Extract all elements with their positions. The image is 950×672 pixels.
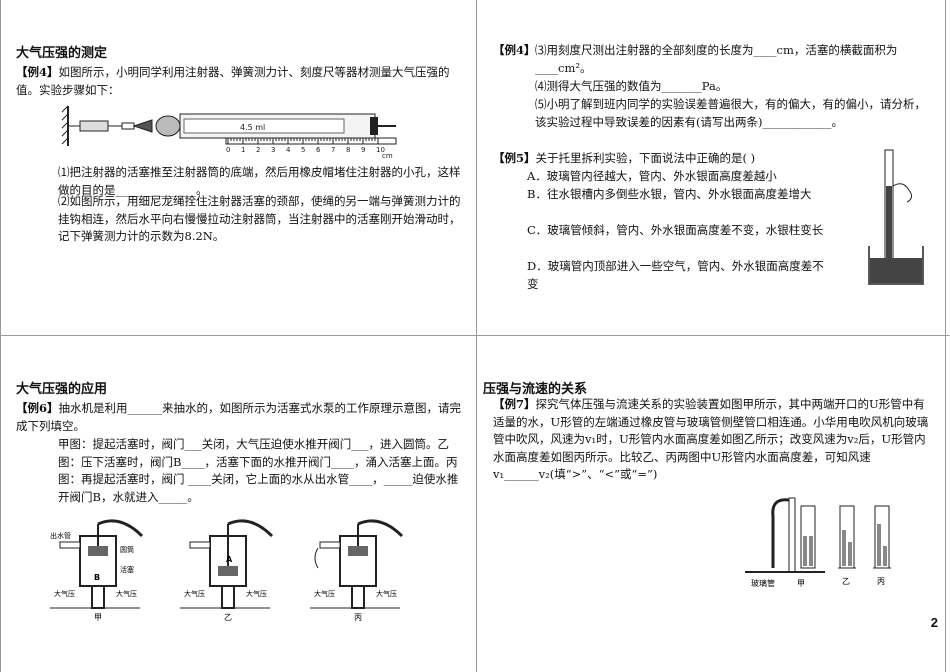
- example-text: 探究气体压强与流速关系的实验装置如图甲所示，其中两端开口的U形管中有适量的水，U…: [493, 397, 929, 481]
- atm-label: 大气压: [376, 589, 397, 598]
- option-a[interactable]: A．玻璃管内径越大，管内、外水银面高度差越小: [527, 169, 777, 183]
- ruler-tick-label: 2: [256, 146, 260, 154]
- ruler-tick-label: 5: [301, 146, 305, 154]
- step-5: ⑸小明了解到班内同学的实验误差普遍很大，有的偏大，有的偏小，请分析，该实验过程中…: [535, 97, 926, 129]
- option-b[interactable]: B．往水银槽内多倒些水银，管内、外水银面高度差增大: [527, 187, 812, 201]
- valve-a-label: A: [226, 555, 233, 564]
- torricelli-tube-figure: [868, 149, 924, 285]
- example-5-question: 【例5】关于托里拆利实验，下面说法中正确的是( ): [493, 150, 823, 168]
- vertical-divider: [476, 0, 477, 672]
- glass-tube-label: 玻璃管: [751, 578, 775, 588]
- valve-b-label: B: [94, 573, 100, 582]
- ruler-tick-label: 6: [316, 146, 321, 154]
- ruler-tick-label: 3: [271, 146, 275, 154]
- ruler-tick-label: 1: [241, 146, 245, 154]
- piston-label: 活塞: [120, 565, 134, 574]
- atm-label: 大气压: [314, 589, 335, 598]
- example-text: 【例4】如图所示，小明同学利用注射器、弹簧测力计、刻度尺等器材测量大气压强的值。…: [16, 64, 464, 99]
- ruler-tick-label: 4: [286, 146, 291, 154]
- horizontal-divider: [0, 335, 950, 336]
- example-intro: 如图所示，小明同学利用注射器、弹簧测力计、刻度尺等器材测量大气压强的值。实验步骤…: [16, 65, 450, 97]
- page-number: 2: [930, 615, 938, 630]
- section-title: 大气压强的测定: [16, 46, 108, 61]
- option-d[interactable]: D．玻璃管内顶部进入一些空气，管内、外水银面高度差不变: [527, 259, 824, 291]
- section-title: 大气压强的应用: [16, 382, 108, 397]
- slide-atmospheric-pressure-measurement: 大气压强的测定 【例4】如图所示，小明同学利用注射器、弹簧测力计、刻度尺等器材测…: [0, 0, 476, 335]
- right-border: [945, 0, 946, 672]
- pump-figure-jia: 出水管 圆筒 活塞 大气压 大气压 B 甲: [50, 519, 144, 621]
- ruler-unit: cm: [382, 152, 393, 160]
- atm-label: 大气压: [246, 589, 267, 598]
- fig-name-bing: 丙: [877, 577, 885, 586]
- flow-pressure-figure: 玻璃管 甲 乙 丙: [745, 497, 891, 588]
- example-7-text: 【例7】探究气体压强与流速关系的实验装置如图甲所示，其中两端开口的U形管中有适量…: [493, 396, 935, 484]
- step-4: ⑷测得大气压强的数值为_______Pa。: [535, 79, 728, 93]
- example-6-blanks: 甲图：提起活塞时，阀门___关闭，大气压迫使水推开阀门___，进入圆筒。乙图：压…: [58, 437, 459, 504]
- outlet-label: 出水管: [50, 531, 71, 540]
- example-tag: 【例4】: [493, 43, 536, 57]
- ruler-tick-label: 0: [226, 146, 230, 154]
- atm-label: 大气压: [54, 589, 75, 598]
- example-tag: 【例5】: [493, 151, 536, 165]
- figure-yi: 乙: [838, 505, 856, 586]
- left-border: [0, 0, 1, 672]
- example-6-text: 【例6】抽水机是利用______来抽水的，如图所示为活塞式水泵的工作原理示意图，…: [16, 400, 466, 435]
- syringe-experiment-figure: 4.5 ml 0 1 2 3 4 5 6 7 8 9 10 cm: [61, 105, 397, 160]
- example-intro: 抽水机是利用______来抽水的，如图所示为活塞式水泵的工作原理示意图，请完成下…: [16, 401, 462, 433]
- fig-name-jia: 甲: [797, 579, 805, 588]
- pump-figure-bing: 大气压 大气压 丙: [310, 519, 404, 621]
- atm-label: 大气压: [116, 589, 137, 598]
- pump-figure-yi: 大气压 大气压 A 乙: [180, 519, 274, 621]
- example-tag: 【例6】: [16, 401, 59, 415]
- cylinder-label: 圆筒: [120, 545, 134, 554]
- step-2: ⑵如图所示，用细尼龙绳拴住注射器活塞的颈部，使绳的另一端与弹簧测力计的挂钩相连，…: [58, 194, 461, 243]
- piston-pump-figures: 出水管 圆筒 活塞 大气压 大气压 B 甲 大气压 大气压 A 乙: [50, 519, 404, 621]
- example-tag: 【例4】: [16, 65, 59, 79]
- step-1: ⑴把注射器的活塞推至注射器筒的底端，然后用橡皮帽堵住注射器的小孔，这样做的目的是…: [58, 165, 461, 197]
- question-text: 关于托里拆利实验，下面说法中正确的是( ): [535, 151, 756, 165]
- ruler-tick-label: 10: [376, 146, 385, 154]
- option-c[interactable]: C．玻璃管倾斜，管内、外水银面高度差不变，水银柱变长: [527, 223, 824, 237]
- fig-name-yi: 乙: [842, 577, 850, 586]
- ruler-tick-label: 9: [361, 146, 365, 154]
- fig-name-jia: 甲: [94, 613, 102, 621]
- example-tag: 【例7】: [493, 397, 536, 411]
- slide-atmospheric-pressure-application: 大气压强的应用 【例6】抽水机是利用______来抽水的，如图所示为活塞式水泵的…: [0, 336, 476, 672]
- syringe-label: 4.5 ml: [240, 123, 265, 132]
- ruler-tick-label: 8: [346, 146, 350, 154]
- fig-name-yi: 乙: [224, 613, 232, 621]
- atm-label: 大气压: [184, 589, 205, 598]
- slide-pressure-and-flow-speed: 压强与流速的关系 【例7】探究气体压强与流速关系的实验装置如图甲所示，其中两端开…: [477, 336, 945, 672]
- fig-name-bing: 丙: [354, 613, 362, 621]
- ruler-tick-label: 7: [331, 146, 335, 154]
- figure-bing: 丙: [873, 505, 891, 586]
- slide-example-4-cont: 【例4】 ⑶用刻度尺测出注射器的全部刻度的长度为____cm，活塞的横截面积为_…: [477, 0, 945, 335]
- step-3: ⑶用刻度尺测出注射器的全部刻度的长度为____cm，活塞的横截面积为____cm…: [535, 43, 898, 75]
- section-title: 压强与流速的关系: [483, 382, 588, 397]
- figure-jia: 玻璃管 甲: [745, 497, 825, 588]
